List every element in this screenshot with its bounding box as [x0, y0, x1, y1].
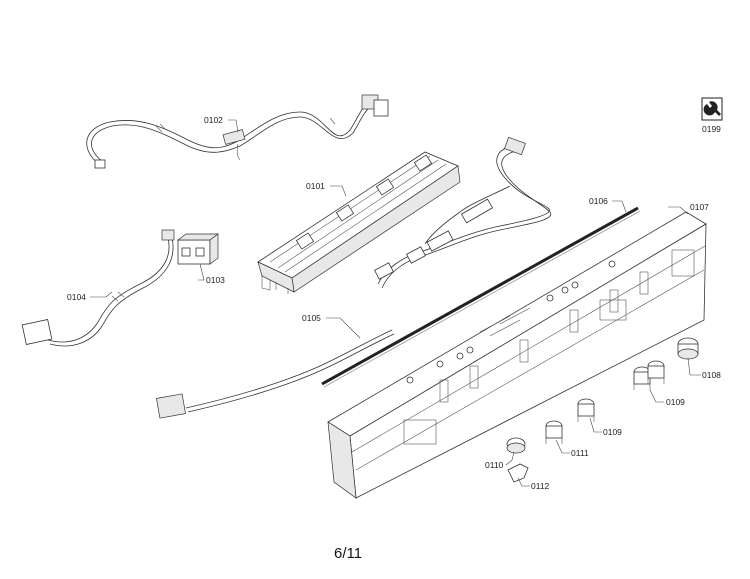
- button-0109-single: [577, 398, 595, 422]
- wire-harness-lower: [21, 229, 175, 347]
- seal-strip: [321, 206, 641, 388]
- label-0102: 0102: [204, 115, 223, 125]
- label-0112: 0112: [531, 481, 550, 491]
- wire-harness-module: [374, 136, 552, 289]
- label-0110: 0110: [485, 460, 504, 470]
- leader-lines: [90, 119, 701, 487]
- label-0103: 0103: [206, 275, 225, 285]
- service-wrench-icon: [701, 97, 723, 121]
- label-0199: 0199: [702, 124, 721, 134]
- button-0108: [677, 337, 699, 360]
- label-0111: 0111: [571, 448, 589, 458]
- label-0109-single: 0109: [603, 427, 622, 437]
- label-0109-pair: 0109: [666, 397, 685, 407]
- clip-0112: [507, 463, 529, 483]
- button-0111: [545, 420, 563, 444]
- label-0104: 0104: [67, 292, 86, 302]
- label-0106: 0106: [589, 196, 608, 206]
- label-0107: 0107: [690, 202, 709, 212]
- wire-harness-upper: [86, 94, 389, 169]
- page-number: 6/11: [334, 545, 362, 562]
- connector-block: [176, 233, 220, 265]
- button-0109-pair: [633, 360, 665, 390]
- label-0105: 0105: [302, 313, 321, 323]
- button-0110: [506, 437, 526, 454]
- control-module: [257, 151, 461, 294]
- part-labels: 0102 0101 0103 0104 0105 0106 0107 0108 …: [67, 115, 721, 491]
- label-0108: 0108: [702, 370, 721, 380]
- label-0101: 0101: [306, 181, 325, 191]
- control-panel: [327, 211, 707, 499]
- long-cable: [156, 329, 395, 419]
